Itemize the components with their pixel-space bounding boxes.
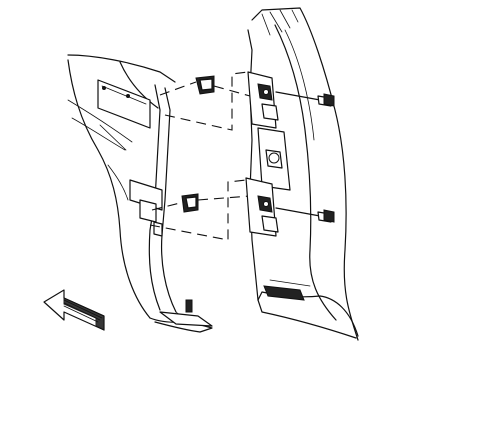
- front-direction-arrow-icon: [43, 289, 105, 331]
- bolt-hole-upper-2: [126, 94, 130, 98]
- upper-hinge-bolt: [275, 91, 335, 107]
- lower-hinge-bolt: [275, 207, 335, 223]
- bolt-hole-upper: [102, 86, 106, 90]
- door-panel: [67, 54, 215, 333]
- body-pillar: [245, 7, 359, 341]
- alignment-lines: [149, 71, 251, 241]
